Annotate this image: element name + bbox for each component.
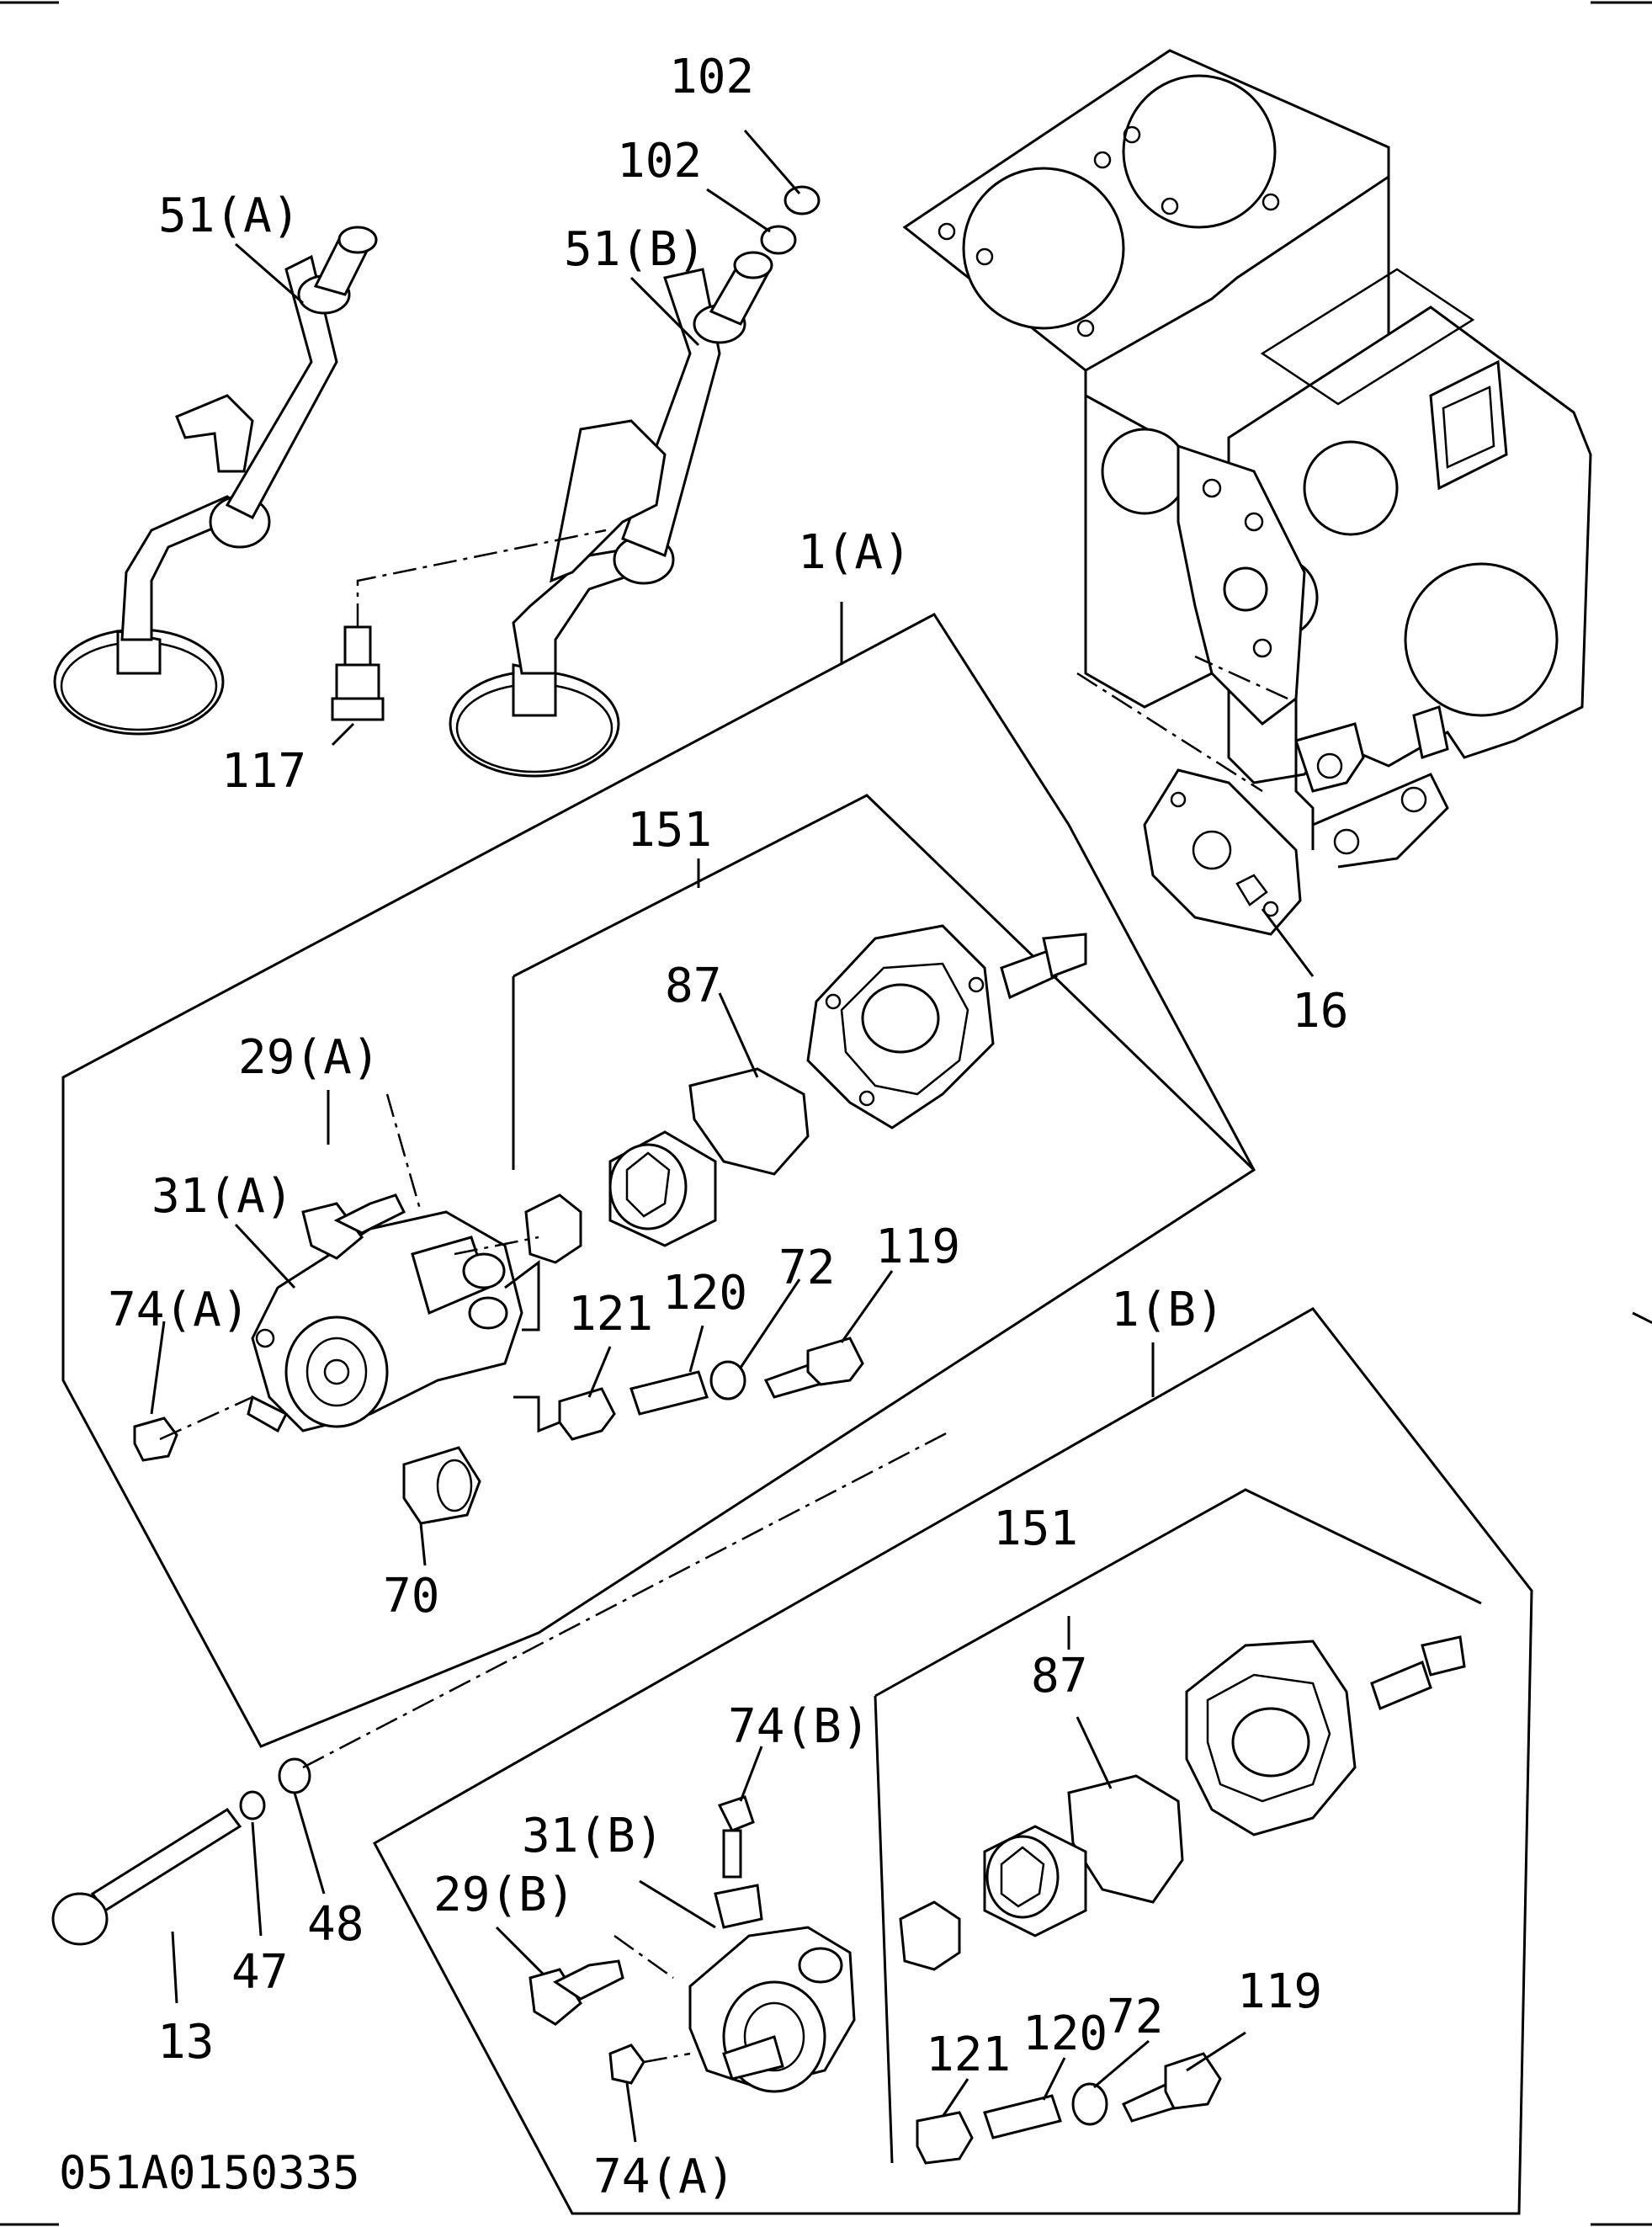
bolt-13-and-washers (51, 1429, 952, 1946)
label-1b: 1(B) (1111, 1283, 1224, 1337)
label-29b: 29(B) (433, 1868, 576, 1922)
label-121-lower: 121 (926, 2028, 1011, 2082)
label-151-upper: 151 (627, 803, 712, 858)
label-117: 117 (221, 744, 306, 799)
leader-lines (150, 130, 1652, 2143)
label-31a: 31(A) (151, 1169, 294, 1224)
label-74a-lower: 74(A) (593, 2150, 736, 2204)
label-72-upper: 72 (778, 1241, 835, 1295)
label-102-upper: 102 (669, 50, 754, 104)
assembly-1a-outline (61, 613, 1256, 1748)
label-13: 13 (157, 2015, 214, 2070)
label-151-lower: 151 (993, 1501, 1078, 1556)
oil-strainer-51b (449, 251, 773, 778)
label-51b: 51(B) (564, 222, 706, 277)
label-1a: 1(A) (798, 525, 911, 580)
label-121-upper: 121 (568, 1287, 653, 1342)
label-102-lower: 102 (617, 134, 702, 189)
assembly-1b-outline (372, 1307, 1533, 2215)
label-47: 47 (231, 1945, 288, 2000)
label-120-upper: 120 (662, 1266, 747, 1321)
label-119-lower: 119 (1237, 1964, 1322, 2019)
label-29a: 29(A) (238, 1030, 380, 1085)
label-87-lower: 87 (1031, 1649, 1087, 1703)
bolt-117 (331, 529, 607, 721)
label-87-upper: 87 (665, 959, 721, 1013)
label-16: 16 (1292, 984, 1348, 1039)
label-72-lower: 72 (1107, 1990, 1163, 2044)
assembly-1a-parts (133, 924, 1087, 1525)
cylinder-block-drawing (902, 49, 1592, 869)
drawing-code: 051A0150335 (59, 2146, 360, 2199)
oil-strainer-51a (53, 226, 378, 736)
label-70: 70 (383, 1569, 439, 1624)
label-74a-upper: 74(A) (108, 1283, 250, 1337)
label-74b: 74(B) (728, 1699, 870, 1754)
label-48: 48 (307, 1897, 364, 1952)
label-119-upper: 119 (875, 1220, 960, 1274)
assembly-1b-parts (529, 1635, 1466, 2165)
part-labels: 102 102 51(A) 51(B) 117 1(A) 151 87 16 2… (108, 50, 1348, 2204)
label-31b: 31(B) (522, 1809, 664, 1863)
gasket-16 (1143, 768, 1315, 977)
o-rings-102 (760, 185, 821, 255)
label-51a: 51(A) (158, 189, 300, 243)
label-120-lower: 120 (1023, 2006, 1108, 2061)
